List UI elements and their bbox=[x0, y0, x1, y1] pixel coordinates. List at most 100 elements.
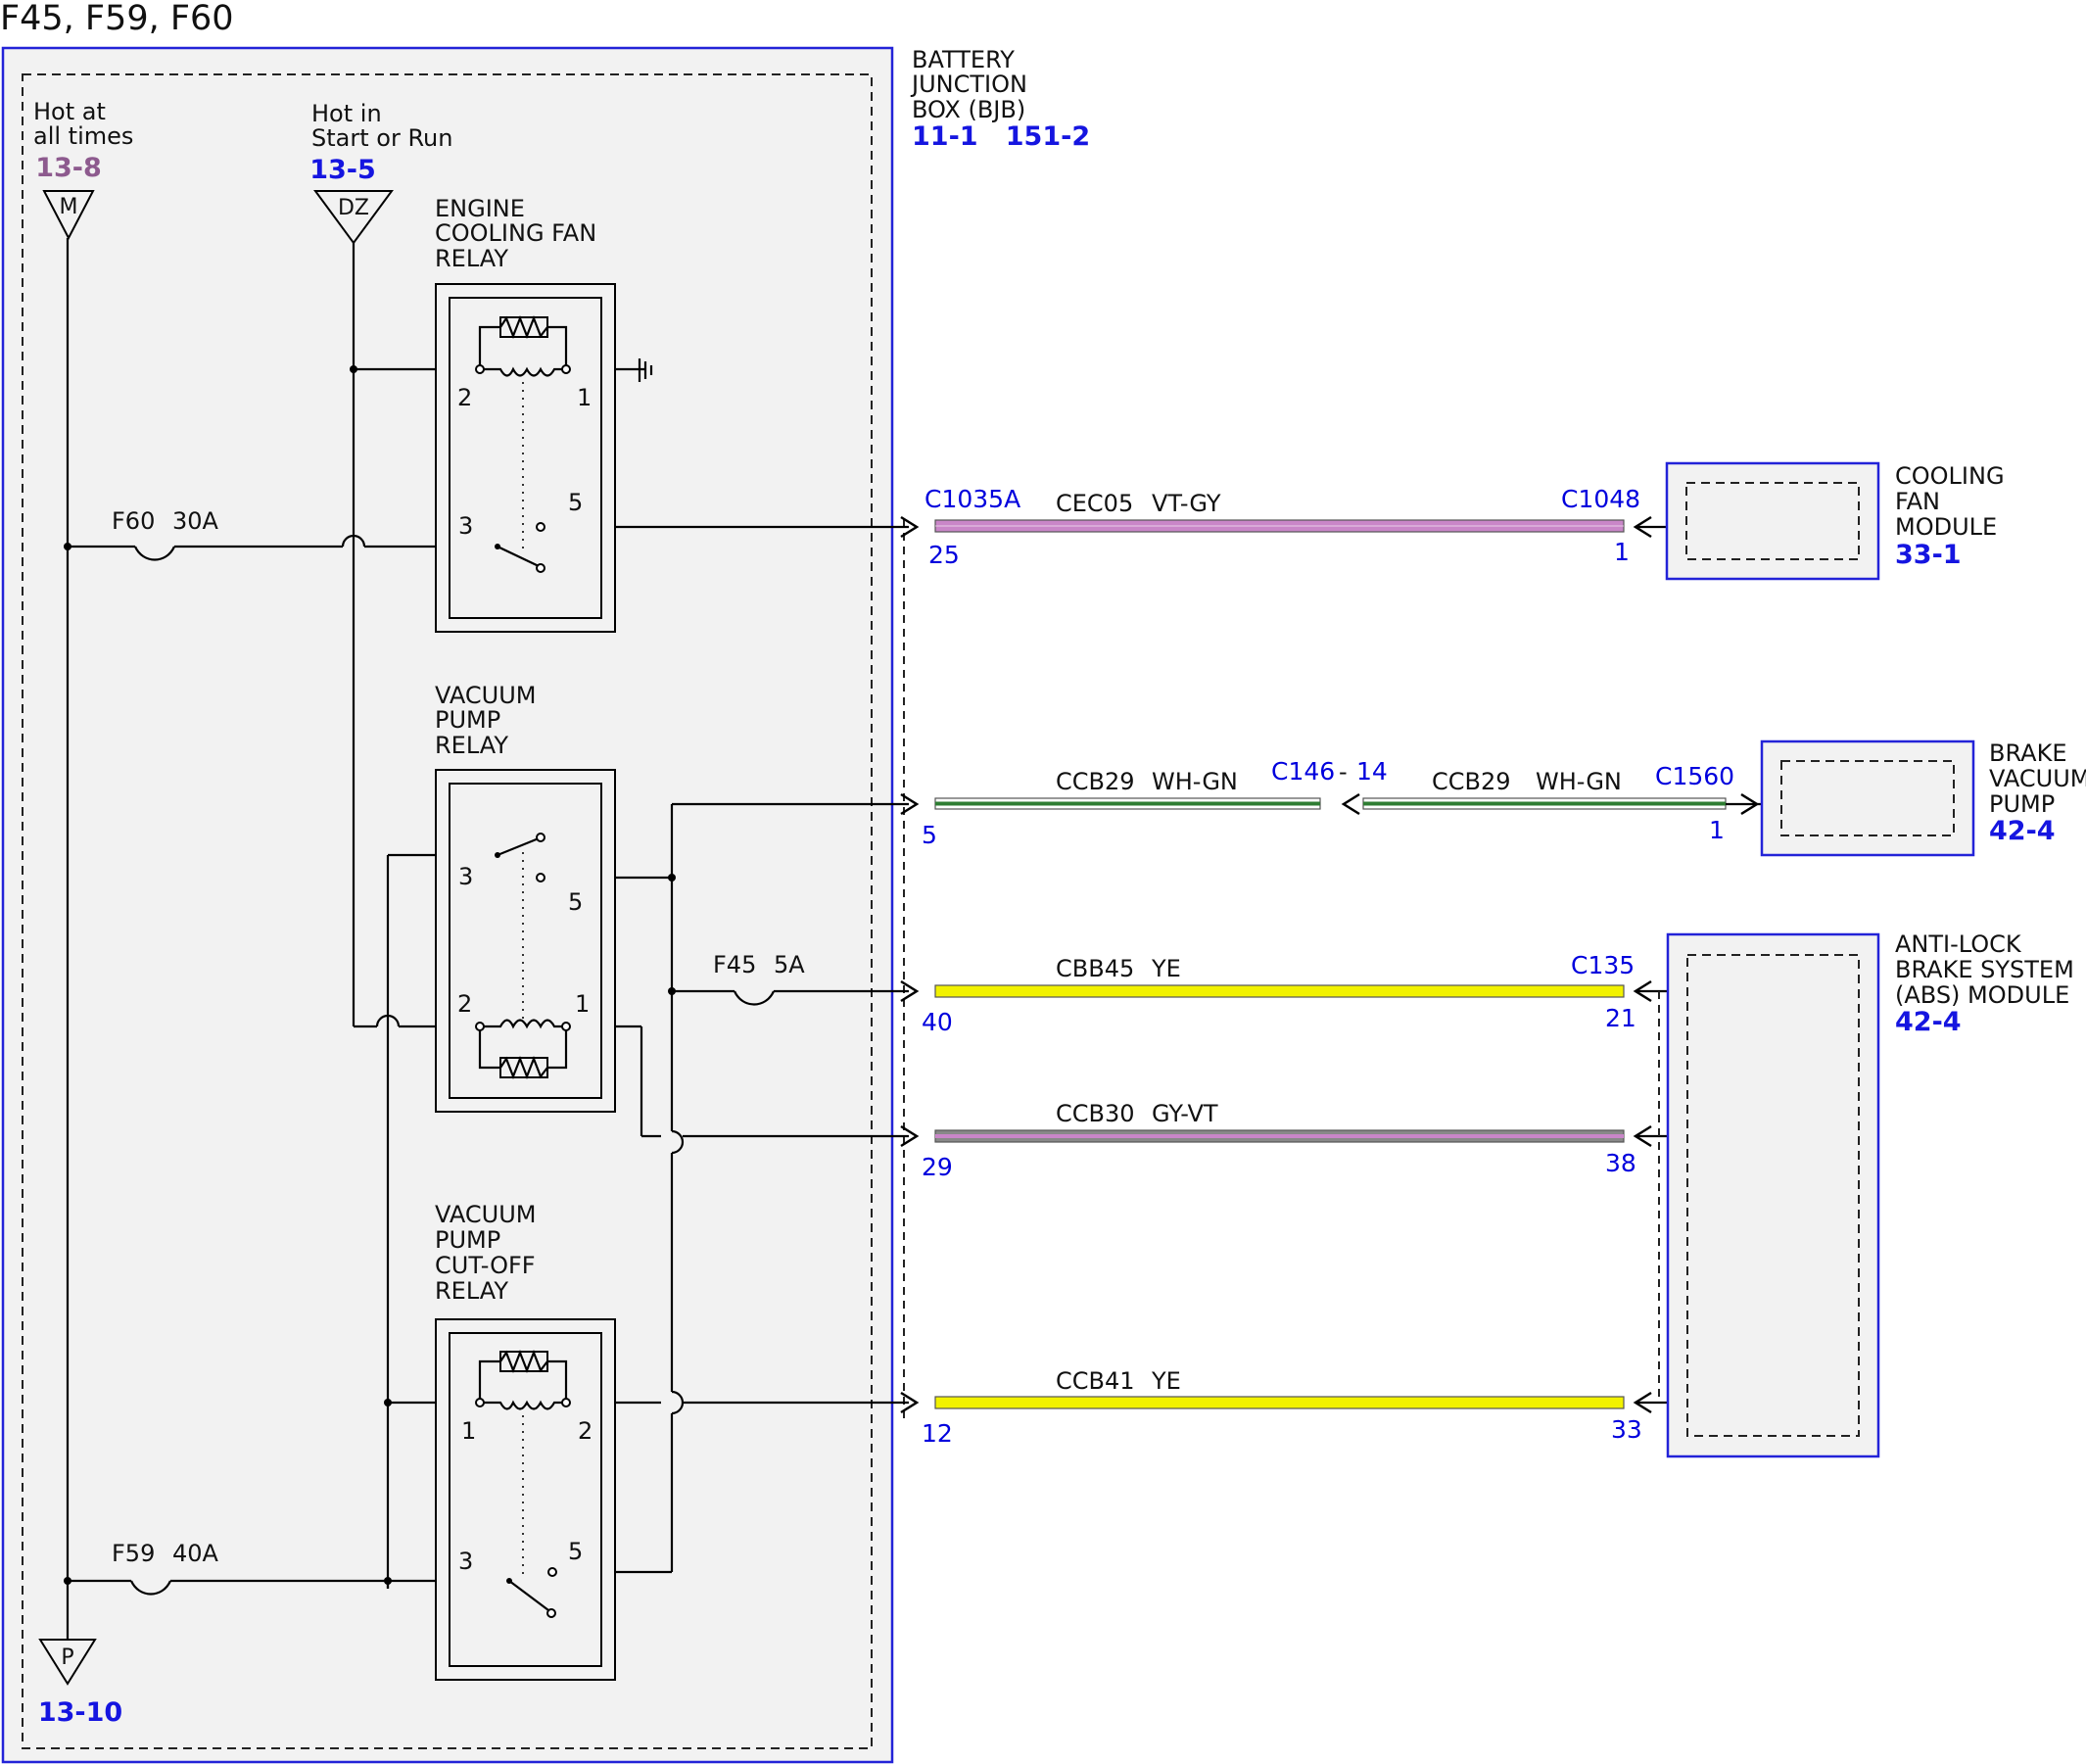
vp-pin-3: 3 bbox=[458, 863, 473, 890]
vp-relay-label-line-3: RELAY bbox=[435, 732, 508, 759]
feed-dz-label-line-1: Hot in bbox=[311, 100, 382, 127]
bjb-label-line-2: JUNCTION bbox=[910, 71, 1027, 98]
feed-p-symbol-letter: P bbox=[61, 1645, 73, 1670]
pin-ccb41-end: 33 bbox=[1611, 1415, 1642, 1444]
module-abs: ANTI-LOCK BRAKE SYSTEM (ABS) MODULE 42-4 bbox=[1666, 930, 2074, 1458]
abs-page-ref[interactable]: 42-4 bbox=[1895, 1007, 1962, 1037]
c1035a-arrows bbox=[900, 515, 920, 1414]
harness-wires bbox=[934, 519, 1727, 1409]
pin-cbb45-bjb: 40 bbox=[922, 1008, 953, 1036]
cfm-page-ref[interactable]: 33-1 bbox=[1895, 540, 1962, 570]
bvp-page-ref[interactable]: 42-4 bbox=[1989, 816, 2056, 846]
vpc-relay-label-line-2: PUMP bbox=[435, 1226, 500, 1254]
f45-fuse-rating: 5A bbox=[774, 951, 805, 978]
f60-fuse-symbol bbox=[133, 546, 176, 561]
ccb41-code: CCB41 bbox=[1056, 1367, 1135, 1395]
c146-pin: 14 bbox=[1356, 757, 1388, 786]
cfm-label-line-1: COOLING bbox=[1895, 462, 2005, 490]
vp-relay-switch bbox=[495, 833, 545, 882]
ecf-relay-label-line-2: COOLING FAN bbox=[435, 219, 596, 247]
ecf-relay-coil bbox=[475, 314, 571, 377]
vpc-relay-outer-box bbox=[435, 1318, 616, 1681]
f60-jump-over-dz bbox=[341, 534, 366, 548]
wire-ccb41 bbox=[934, 1396, 1625, 1409]
fuse-labels: F60 30A F45 5A F59 40A bbox=[112, 507, 805, 1567]
vp-relay-outer-box bbox=[435, 769, 616, 1113]
f60-fuse-rating: 30A bbox=[172, 507, 219, 535]
connector-labels: C1035A C1048 C146 - 14 C1560 C135 bbox=[924, 485, 1734, 979]
ecf-pin-5: 5 bbox=[568, 489, 583, 516]
vp-pin-5: 5 bbox=[568, 888, 583, 916]
ecf-relay-outer-box bbox=[435, 283, 616, 633]
abs-dashed bbox=[1686, 954, 1860, 1437]
ccb29-code-second: CCB29 bbox=[1432, 768, 1511, 795]
module-brake-vacuum-pump: BRAKE VACUUM PUMP 42-4 bbox=[1760, 739, 2086, 857]
cbb45-color: YE bbox=[1151, 955, 1181, 982]
vpc-pin-5: 5 bbox=[568, 1538, 583, 1565]
c146-label: C146 bbox=[1271, 757, 1335, 786]
pin-ccb29-bjb: 5 bbox=[922, 821, 937, 849]
circuit-labels: CEC05 VT-GY CCB29 WH-GN CCB29 WH-GN CBB4… bbox=[1056, 490, 1622, 1395]
abs-label-line-1: ANTI-LOCK bbox=[1895, 930, 2022, 958]
vp-relay-inner-box bbox=[449, 783, 602, 1099]
f60-fuse-name: F60 bbox=[112, 507, 155, 535]
arrow-pin5 bbox=[900, 792, 920, 816]
cbb45-code: CBB45 bbox=[1056, 955, 1134, 982]
feed-m-symbol-letter: M bbox=[60, 195, 78, 219]
arrow-pin25 bbox=[900, 515, 920, 539]
junction-dot bbox=[384, 1577, 392, 1585]
bjb-dashed-border bbox=[22, 73, 873, 1749]
pin-ccb29-end: 1 bbox=[1709, 816, 1725, 844]
pin-cec05-end: 1 bbox=[1614, 538, 1630, 566]
vpc-relay-coil bbox=[475, 1349, 571, 1410]
ccb30-code: CCB30 bbox=[1056, 1100, 1135, 1127]
bvp-label-line-3: PUMP bbox=[1989, 790, 2055, 818]
pin-ccb41-bjb: 12 bbox=[922, 1419, 953, 1448]
ecf-relay-inner-box bbox=[449, 297, 602, 619]
relay-vacuum-pump: VACUUM PUMP RELAY 3 5 2 1 bbox=[435, 682, 616, 1113]
cfm-label-line-2: FAN bbox=[1895, 488, 1940, 515]
bjb-label-line-1: BATTERY bbox=[912, 46, 1015, 73]
f45-fuse-name: F45 bbox=[713, 951, 756, 978]
junction-dots bbox=[64, 365, 676, 1585]
abs-label-line-3: (ABS) MODULE bbox=[1895, 981, 2069, 1009]
vpc-relay-label-line-3: CUT-OFF bbox=[435, 1252, 536, 1279]
feed-dz-label-line-2: Start or Run bbox=[311, 124, 452, 152]
c1035a-label: C1035A bbox=[924, 485, 1020, 513]
pin-ccb30-bjb: 29 bbox=[922, 1153, 953, 1181]
module-side-arrows bbox=[1341, 515, 1778, 1414]
feed-dz: Hot in Start or Run 13-5 DZ bbox=[309, 100, 452, 245]
pin-numbers: 25 1 5 1 40 21 29 38 12 33 bbox=[922, 538, 1725, 1448]
feed-dz-ref[interactable]: 13-5 bbox=[309, 155, 376, 185]
vp-bus-jump-ccb30 bbox=[671, 1129, 685, 1155]
vpc-relay-label-line-4: RELAY bbox=[435, 1277, 508, 1305]
bjb-page-refs[interactable]: 11-1 151-2 bbox=[912, 121, 1090, 152]
ecf-relay-label-line-1: ENGINE bbox=[435, 195, 525, 222]
junction-dot bbox=[64, 1577, 71, 1585]
vp-relay-label-line-2: PUMP bbox=[435, 706, 500, 734]
vp-coil-jump bbox=[375, 1014, 401, 1027]
ecf-pin-1: 1 bbox=[577, 384, 592, 411]
vpc-relay-inner-box bbox=[449, 1332, 602, 1667]
bvp-label-line-1: BRAKE bbox=[1989, 739, 2067, 767]
feed-p-ref[interactable]: 13-10 bbox=[38, 1697, 122, 1728]
cec05-code: CEC05 bbox=[1056, 490, 1133, 517]
ecf-relay-ground-icon bbox=[638, 358, 653, 382]
pin-cbb45-end: 21 bbox=[1605, 1004, 1636, 1032]
module-cooling-fan: COOLING FAN MODULE 33-1 bbox=[1665, 461, 2005, 581]
ccb29-color: WH-GN bbox=[1152, 768, 1238, 795]
relay-engine-cooling-fan: ENGINE COOLING FAN RELAY 2 1 3 5 bbox=[435, 195, 653, 633]
feed-m-label-line-2: all times bbox=[33, 122, 133, 150]
pin-cec05-bjb: 25 bbox=[928, 541, 960, 569]
feed-m: Hot at all times 13-8 M bbox=[33, 98, 133, 241]
diagram-title: F45, F59, F60 bbox=[0, 0, 234, 38]
abs-outline bbox=[1666, 932, 1880, 1458]
c146-dash: - bbox=[1339, 758, 1348, 786]
wire-cbb45 bbox=[934, 984, 1625, 998]
f45-fuse-symbol bbox=[733, 990, 776, 1006]
junction-dot bbox=[64, 543, 71, 550]
feed-m-ref[interactable]: 13-8 bbox=[35, 153, 102, 183]
f59-fuse-name: F59 bbox=[112, 1540, 155, 1567]
